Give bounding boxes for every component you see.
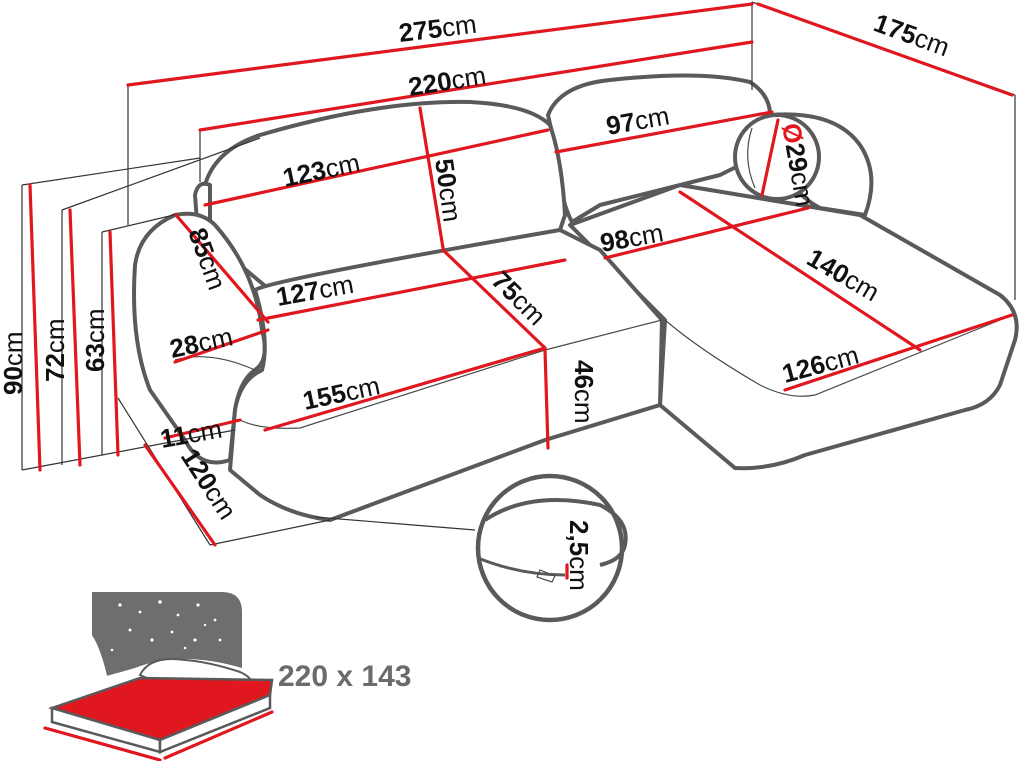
label-98: 98cm [598,217,666,258]
foot-detail-callout [475,473,628,623]
label-275: 275cm [397,9,478,48]
dim-line-11 [163,418,242,440]
dim-line-29 [760,118,780,197]
dim-line-275 [126,2,754,87]
dim-line-75 [441,248,547,350]
label-220: 220cm [406,60,488,102]
dim-line-50 [418,106,445,250]
label-63: 63cm [80,308,110,372]
dim-line-220 [198,40,754,132]
label-97: 97cm [604,100,672,141]
label-46: 46cm [569,360,599,424]
label-123: 123cm [280,147,363,193]
extension-lines [21,1,1016,546]
dim-line-127 [256,258,567,322]
dim-line-85 [174,213,270,324]
seat-cushion [228,228,664,522]
chaise-seat-edge [664,319,1001,397]
label-90: 90cm [0,331,28,395]
label-28: 28cm [167,321,235,364]
dim-line-123 [203,128,550,207]
label-72: 72cm [40,318,70,382]
bolster-seam [747,127,756,189]
dimension-lines [28,2,1014,547]
dim-line-63 [108,230,120,457]
sofa-outline [132,73,1019,522]
label-127: 127cm [274,269,356,312]
dim-line-120 [143,443,217,547]
bolster-pillow [733,113,821,201]
label-175: 175cm [870,7,954,62]
label-11: 11cm [158,414,224,454]
dim-line-28 [173,328,270,364]
dim-line-126 [783,313,1014,392]
chaise-body [568,183,1019,471]
dim-line-140 [678,190,922,352]
dim-line-72 [68,208,82,467]
label-2-5: 2,5cm [564,520,594,591]
label-29: Ø29cm [776,121,820,209]
dim-line-97 [554,110,774,154]
star-icons [110,600,222,652]
label-50: 50cm [429,157,468,224]
dim-line-98 [603,206,810,260]
sleeping-area-icon: 220 x 143 [43,592,411,761]
sleeping-area-size: 220 x 143 [278,660,411,693]
dim-line-90 [28,183,42,472]
night-sky [92,592,242,680]
dim-line-175 [756,2,1014,97]
dim-line-46 [543,348,550,450]
dim-line-155 [263,346,547,432]
